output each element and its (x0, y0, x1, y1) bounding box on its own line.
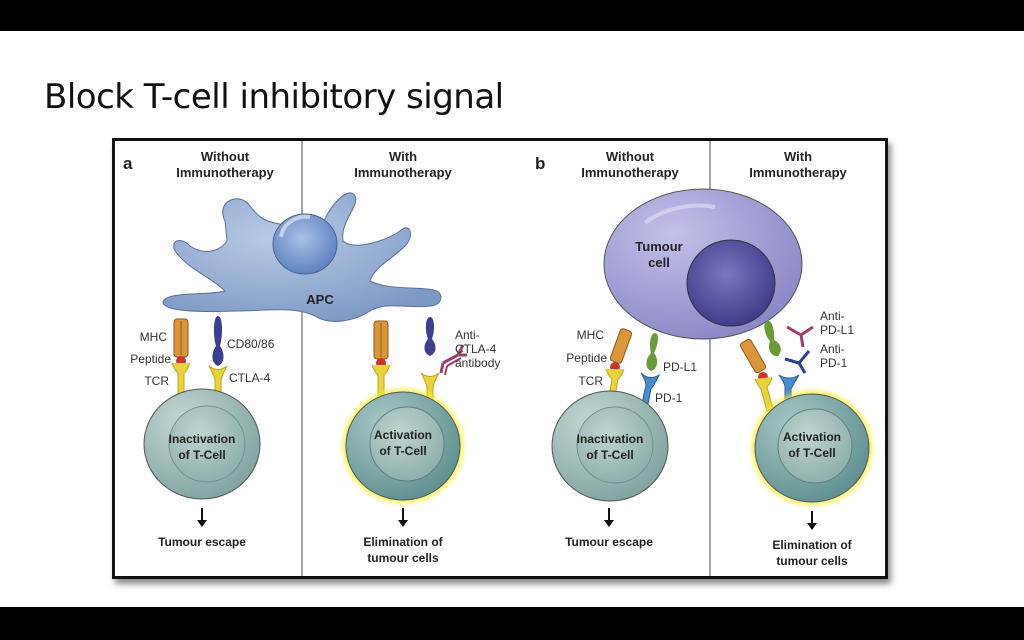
apc-label: APC (306, 292, 334, 307)
tcell-b-without-line2: of T-Cell (586, 448, 633, 462)
tcell-a-with-line2: of T-Cell (379, 444, 426, 458)
tcell-b-with-line1: Activation (783, 430, 841, 444)
pdl1-b-without (646, 333, 658, 371)
label-peptide-b: Peptide (566, 351, 607, 365)
label-tcr-b: TCR (578, 374, 603, 388)
outcome-a-without: Tumour escape (158, 535, 246, 549)
outcome-b-with-line2: tumour cells (776, 554, 848, 568)
tcell-a-with-line1: Activation (374, 428, 432, 442)
tcell-a-without-line1: Inactivation (169, 432, 236, 446)
tumour-label-2: cell (648, 255, 670, 270)
label-pd1-b: PD-1 (655, 391, 683, 405)
apc-nucleus (272, 213, 338, 275)
heading-b-with-2: Immunotherapy (749, 165, 847, 180)
panel-a-letter: a (123, 154, 133, 173)
arrow-down-icon (398, 508, 408, 527)
anti-ctla4-antibody-icon (439, 344, 467, 376)
anti-pd1-line2: PD-1 (820, 356, 848, 370)
outcome-b-without: Tumour escape (565, 535, 653, 549)
mhc-tcr-complex-a-with (371, 320, 391, 402)
cd80-ctla4-a-without (208, 316, 228, 400)
pdl1-b-with (764, 320, 781, 357)
label-mhc-a: MHC (140, 330, 168, 344)
heading-b-without-1: Without (606, 149, 655, 164)
tcell-a-without-line2: of T-Cell (178, 448, 225, 462)
tcell-a-with (343, 389, 463, 503)
tcell-b-without (551, 390, 669, 502)
label-cd80-a: CD80/86 (227, 337, 275, 351)
anti-pd1-antibody-icon (784, 350, 811, 374)
arrow-down-icon (197, 508, 207, 527)
anti-ctla4-line1: Anti- (455, 328, 480, 342)
heading-a-with-1: With (389, 149, 417, 164)
label-peptide-a: Peptide (130, 352, 171, 366)
heading-b-without-2: Immunotherapy (581, 165, 679, 180)
anti-pdl1-line1: Anti- (820, 309, 845, 323)
anti-ctla4-line2: CTLA-4 (455, 342, 497, 356)
tcell-a-without (143, 388, 261, 500)
anti-pdl1-line2: PD-L1 (820, 323, 854, 337)
label-tcr-a: TCR (144, 374, 169, 388)
panel-b-letter: b (535, 154, 545, 173)
heading-b-with-1: With (784, 149, 812, 164)
tumour-nucleus (686, 239, 776, 327)
anti-pd1-line1: Anti- (820, 342, 845, 356)
tcell-b-without-line1: Inactivation (577, 432, 644, 446)
mhc-tcr-complex-b-with (739, 338, 774, 412)
immunotherapy-figure: a Without Immunotherapy With Immunothera… (112, 138, 888, 579)
tcell-b-with (752, 391, 872, 505)
arrow-down-icon (604, 508, 614, 527)
pd1-b-without (640, 372, 661, 410)
heading-a-without-1: Without (201, 149, 250, 164)
outcome-a-with-line1: Elimination of (363, 535, 443, 549)
outcome-a-with-line2: tumour cells (367, 551, 439, 565)
tumour-label-1: Tumour (635, 239, 682, 254)
mhc-tcr-complex-a-without (171, 318, 191, 400)
label-mhc-b: MHC (577, 328, 605, 342)
anti-ctla4-line3: antibody (455, 356, 500, 370)
heading-a-without-2: Immunotherapy (176, 165, 274, 180)
anti-pdl1-antibody-icon (786, 325, 814, 348)
figure-canvas: a Without Immunotherapy With Immunothera… (123, 141, 872, 576)
arrow-down-icon (807, 511, 817, 530)
slide: Block T-cell inhibitory signal (0, 31, 1024, 607)
outcome-b-with-line1: Elimination of (772, 538, 852, 552)
pd1-b-with (778, 374, 800, 410)
ctla4-a-with (420, 372, 440, 404)
label-pdl1-b: PD-L1 (663, 360, 697, 374)
tcell-b-with-line2: of T-Cell (788, 446, 835, 460)
apc-cell (162, 192, 442, 322)
cd80-a-with (424, 317, 436, 356)
heading-a-with-2: Immunotherapy (354, 165, 452, 180)
tumour-cell (603, 188, 803, 340)
slide-title: Block T-cell inhibitory signal (44, 77, 504, 117)
label-ctla4-a: CTLA-4 (229, 371, 271, 385)
